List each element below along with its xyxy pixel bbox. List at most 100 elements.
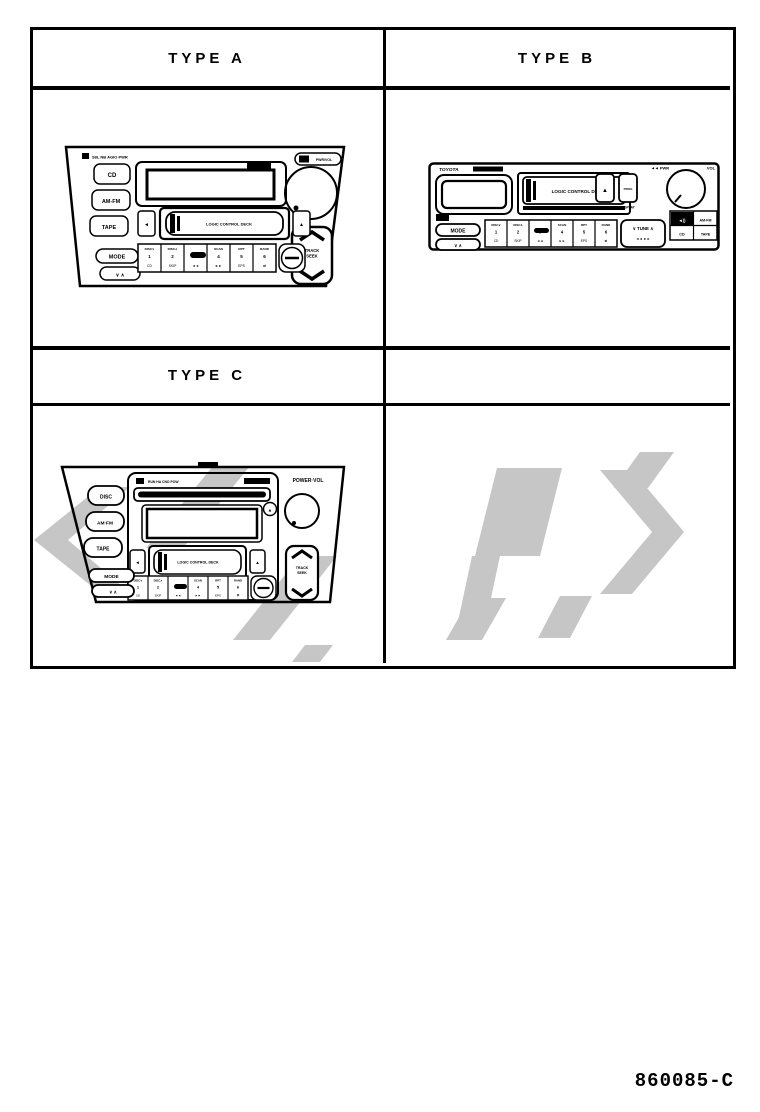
tape-button-label: TAPE	[701, 233, 711, 237]
preset-bot: SKIP	[169, 264, 177, 268]
preset-top: DISC∨	[134, 579, 143, 583]
preset-num: 4	[217, 254, 220, 259]
tape-button-label: TAPE	[102, 225, 117, 231]
prog-button	[618, 173, 638, 203]
prog-button-label: PROG	[624, 187, 634, 191]
tape-button	[83, 537, 123, 558]
preset-num: 1	[137, 585, 140, 590]
deck-side-button	[129, 549, 146, 574]
am-fm-button	[91, 189, 131, 211]
preset-bot: ►►	[195, 594, 201, 598]
preset-bot: EPS	[581, 239, 587, 243]
preset-bot: ►►	[215, 264, 222, 268]
preset-bot: ◄◄	[175, 594, 181, 598]
power-vol-label: POWER·VOL	[293, 478, 324, 484]
preset-num: 4	[197, 585, 200, 590]
radio-type-a: S8L NB AGIO PWR CD AM-FM TAPE MODE ∨ ∧ P…	[64, 145, 346, 288]
rocker-label-seek: SEEK	[297, 571, 307, 575]
brand-icon	[136, 478, 144, 484]
updown-button	[99, 266, 141, 281]
deck-label: LOGIC CONTROL DECK	[206, 222, 252, 227]
radio-type-c: RUN HA CNO POW ▲ ◄ LOGIC CONTROL DECK ▲ …	[60, 462, 346, 604]
figure-number: 860085-C	[634, 1070, 734, 1092]
preset-num: 1	[495, 230, 498, 235]
preset-bot: ◄◄	[537, 239, 543, 243]
preset-bot: ►►	[559, 239, 565, 243]
updown-button-label: ∨ ∧	[454, 243, 463, 248]
eject-icon: ▲	[602, 188, 608, 194]
cd-button-label: CD	[108, 173, 117, 179]
eject-button	[595, 173, 615, 203]
pwr-vol-pill-mark	[299, 155, 309, 163]
radio-c-bezel	[60, 465, 346, 604]
display-notch	[247, 162, 271, 169]
brand-icon	[82, 153, 89, 159]
vol-label: VOL	[707, 166, 716, 171]
volume-knob	[284, 166, 338, 220]
preset-num: 4	[561, 230, 564, 235]
radio-a-bezel	[64, 145, 346, 288]
eject-button	[249, 549, 266, 574]
preset-top: SCAN	[558, 223, 567, 227]
preset-top: DISC∧	[154, 579, 163, 583]
preset-top: RPT	[581, 223, 587, 227]
cd-button-label: CD	[679, 233, 685, 237]
model-badge	[473, 166, 503, 172]
eject-icon: ▲	[255, 560, 259, 565]
preset-num: 1	[148, 254, 151, 259]
am-fm-button	[85, 511, 125, 532]
knob-dot	[293, 205, 299, 211]
mode-button	[435, 223, 481, 237]
eject-icon: ▲	[299, 222, 304, 228]
small-badge	[436, 214, 449, 221]
tape-button-label: TAPE	[97, 547, 111, 553]
cassette-bar	[170, 214, 175, 233]
pwr-label: ◄◄ PWR	[651, 166, 669, 171]
cd-slot	[138, 491, 266, 498]
preset-top: RPT	[215, 579, 221, 583]
updown-button-label: ∨ ∧	[109, 590, 118, 595]
speaker-icon: ◄))	[679, 218, 687, 223]
preset-top: DISC∧	[513, 223, 522, 227]
mounting-tab	[198, 462, 218, 468]
radio-b-bezel	[428, 162, 720, 251]
preset-top: RAND	[260, 247, 270, 251]
cassette-bar	[533, 181, 536, 200]
cassette-door-inner	[165, 211, 284, 236]
brand-text: RUN HA CNO POW	[148, 480, 179, 484]
preset-top: DISC∨	[145, 247, 155, 251]
toyota-logo: TOYOTA	[439, 167, 459, 173]
preset-num: 2	[517, 230, 520, 235]
pwr-vol-label: PWR/VOL	[316, 158, 333, 162]
eject-button	[292, 210, 311, 237]
disc-button	[87, 485, 125, 506]
display-caption: DISPLAY	[621, 206, 635, 210]
rocker-label-track: TRACK	[305, 248, 320, 253]
cassette-bar	[526, 179, 531, 202]
knob-tick	[674, 194, 682, 203]
preset-top: RPT	[238, 247, 244, 251]
tune-button	[620, 219, 666, 248]
updown-button	[435, 238, 481, 251]
scan-round-button	[280, 246, 304, 270]
cassette-lip	[523, 206, 625, 210]
tape-direction-marker	[174, 584, 187, 589]
cd-button	[93, 163, 131, 185]
preset-bot: CD	[147, 264, 152, 268]
rocker-label-track: TRACK	[296, 566, 309, 570]
table-row-divider	[30, 86, 730, 90]
display-window	[145, 507, 259, 540]
preset-bot: ⇄	[605, 239, 608, 243]
volume-knob	[284, 493, 320, 529]
preset-top: DISC∨	[491, 223, 500, 227]
preset-num: 2	[157, 585, 160, 590]
disc-button-label: DISC	[100, 495, 112, 501]
brand-text: S8L NB AGIO PWR	[92, 155, 128, 160]
tape-direction-marker	[190, 252, 206, 258]
preset-top: RAND	[602, 223, 611, 227]
preset-bot: ⇄	[237, 594, 240, 598]
chevron-down-icon	[299, 269, 325, 282]
preset-bot: ⇄	[263, 264, 266, 268]
preset-top: RAND	[234, 579, 242, 583]
